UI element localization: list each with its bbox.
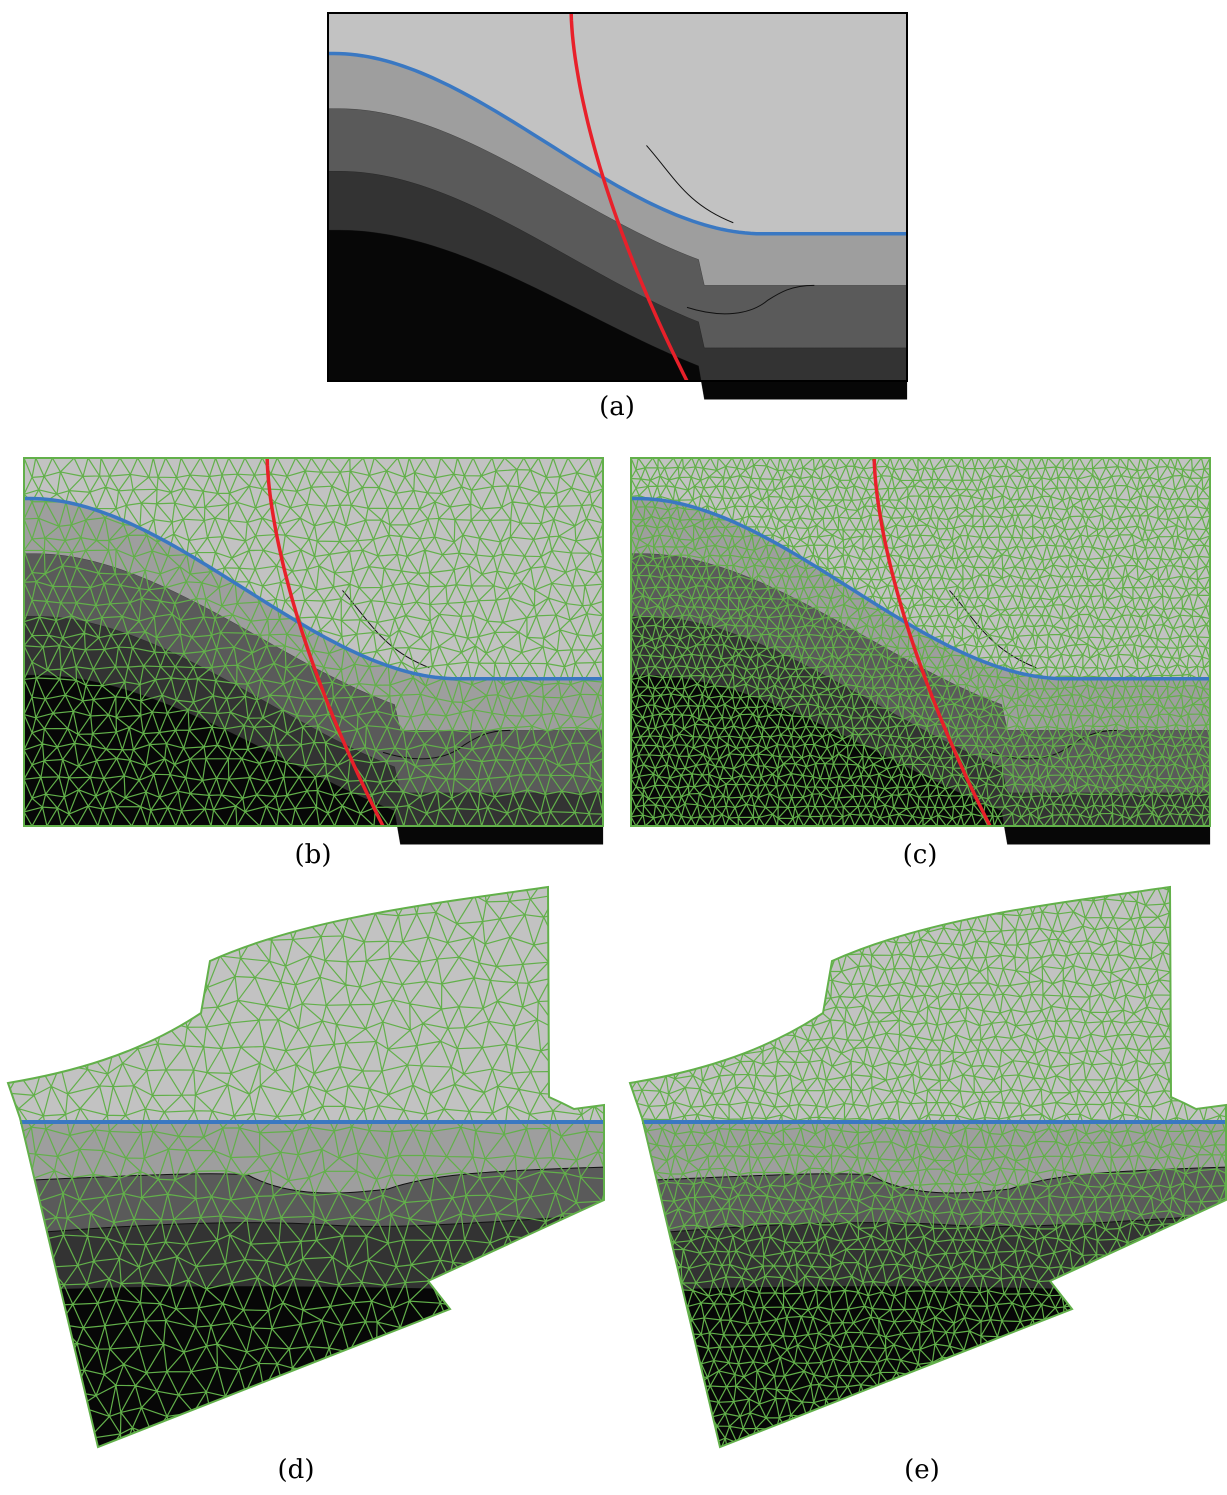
panel-a	[328, 13, 907, 381]
layer-bottom-region	[631, 675, 1210, 844]
restored-block	[628, 885, 1227, 1449]
caption-c: (c)	[902, 840, 938, 870]
restored-layers	[8, 887, 604, 1447]
panel-d	[6, 885, 605, 1450]
fault-line	[571, 13, 687, 381]
caption-e: (e)	[904, 1455, 940, 1485]
contact-line	[646, 145, 733, 222]
panel-b	[24, 458, 603, 826]
fault-line	[874, 458, 990, 826]
panel-e	[628, 885, 1227, 1450]
caption-b: (b)	[294, 840, 332, 870]
panel-d-figure	[6, 885, 605, 1449]
caption-a: (a)	[599, 392, 635, 422]
horizon-line	[631, 498, 1210, 678]
layer-bottom-region	[328, 230, 907, 399]
panel-c-figure	[631, 458, 1210, 826]
panel-c	[631, 458, 1210, 826]
panel-b-figure	[24, 458, 603, 826]
block-outline	[628, 885, 1227, 1449]
panel-border	[24, 458, 603, 826]
contact-line	[342, 590, 429, 667]
horizon-line	[328, 53, 907, 233]
contact-line	[687, 285, 814, 313]
caption-d: (d)	[277, 1455, 315, 1485]
block-outline	[6, 885, 605, 1449]
horizon-line	[24, 498, 603, 678]
restored-block	[6, 885, 605, 1449]
panel-e-figure	[628, 885, 1227, 1449]
restored-layers	[630, 887, 1226, 1447]
panel-border	[328, 13, 907, 381]
panel-a-figure	[328, 13, 907, 381]
panel-border	[631, 458, 1210, 826]
fault-line	[267, 458, 383, 826]
